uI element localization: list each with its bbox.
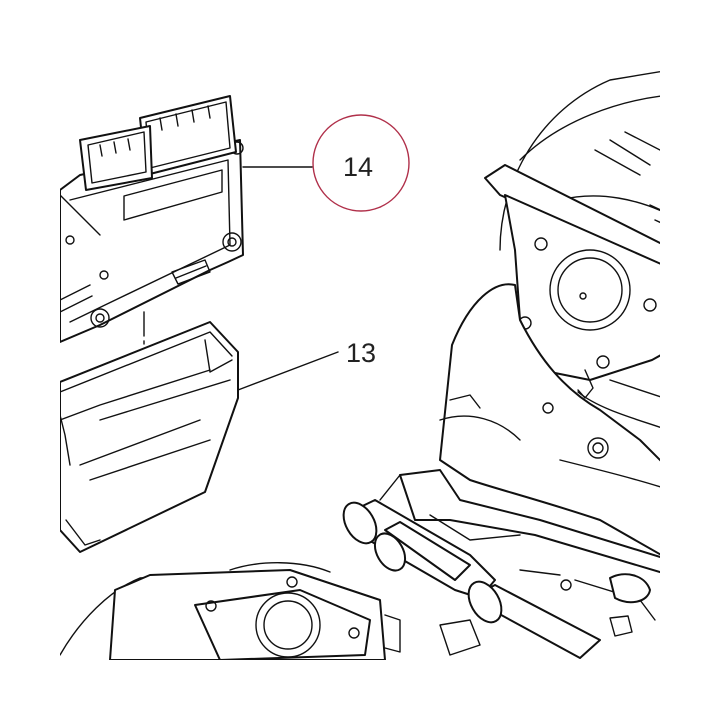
- throttle-body: [60, 562, 481, 660]
- ecu-module: [60, 95, 244, 343]
- leader-line-13: [237, 351, 339, 391]
- engine-assembly: [379, 70, 660, 574]
- callout-number-13: 13: [346, 338, 376, 368]
- ecu-cover: [60, 321, 239, 553]
- frame-tubes: [342, 499, 656, 659]
- callout-number-14: 14: [343, 152, 373, 182]
- highlight-circle-14: [312, 114, 410, 212]
- callout-14: 14: [242, 114, 410, 212]
- callout-13: 13: [237, 338, 376, 391]
